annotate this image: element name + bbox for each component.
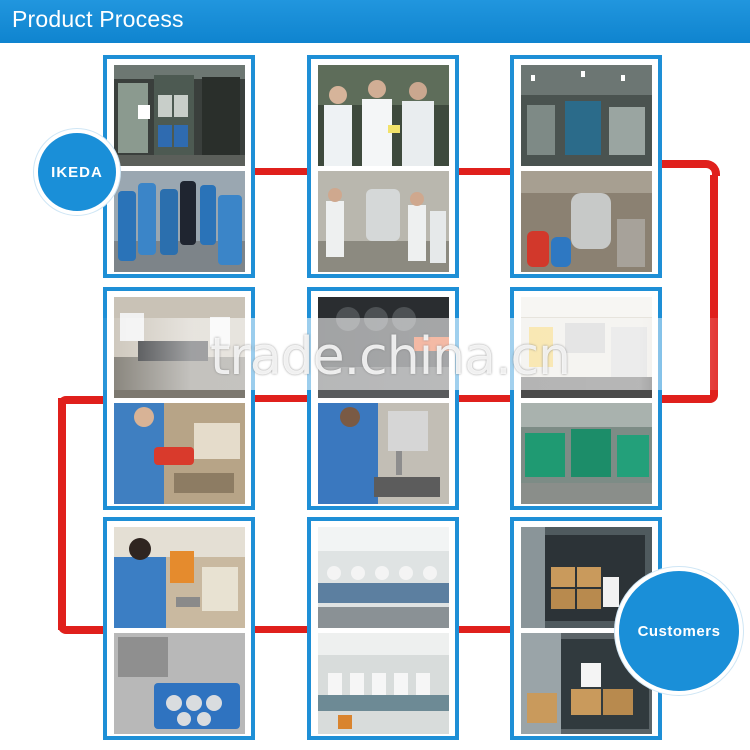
step-8-tile: [307, 517, 459, 740]
process-path-row3-left: [58, 626, 108, 634]
ikeda-badge: IKEDA: [34, 129, 120, 215]
process-path-row3-a: [255, 626, 315, 633]
process-path-row2-left: [58, 396, 108, 404]
reactor-vessel-photo: [521, 171, 652, 272]
process-path-row1-b: [458, 168, 518, 175]
boxes-container-photo: [521, 633, 652, 734]
step-2-tile: [307, 55, 459, 278]
tin-cans-photo: [114, 633, 245, 734]
step-3-tile: [510, 55, 662, 278]
process-path-row3-b: [458, 626, 518, 633]
process-path-row2-a: [255, 395, 315, 402]
watermark-band: [95, 318, 735, 390]
page-title: Product Process: [12, 6, 184, 32]
process-path-row1-a: [255, 168, 315, 175]
process-path-left-down: [58, 398, 66, 630]
process-path-right-down: [710, 175, 718, 395]
watermark-text: trade.china.cn: [210, 327, 571, 387]
process-path-row1-c: [660, 160, 720, 176]
dispensing-machine-photo: [318, 403, 449, 504]
process-path-row2-c: [660, 395, 718, 403]
step-9-tile: [510, 517, 662, 740]
step-7-tile: [103, 517, 255, 740]
workers-table-photo: [318, 633, 449, 734]
lab-workers-photo: [318, 65, 449, 166]
assembly-line-photo: [318, 527, 449, 628]
factory-machinery-photo: [521, 65, 652, 166]
process-path-row2-b: [458, 395, 518, 402]
customers-label: Customers: [637, 622, 721, 640]
ikeda-label: IKEDA: [51, 163, 103, 181]
press-operator-photo: [114, 527, 245, 628]
blue-barrels-photo: [114, 171, 245, 272]
mixing-tank-room-photo: [318, 171, 449, 272]
header-bar: Product Process: [0, 0, 750, 43]
customers-badge: Customers: [615, 567, 743, 695]
packing-trays-photo: [114, 403, 245, 504]
warehouse-drums-photo: [114, 65, 245, 166]
step-1-tile: [103, 55, 255, 278]
injection-machines-photo: [521, 403, 652, 504]
